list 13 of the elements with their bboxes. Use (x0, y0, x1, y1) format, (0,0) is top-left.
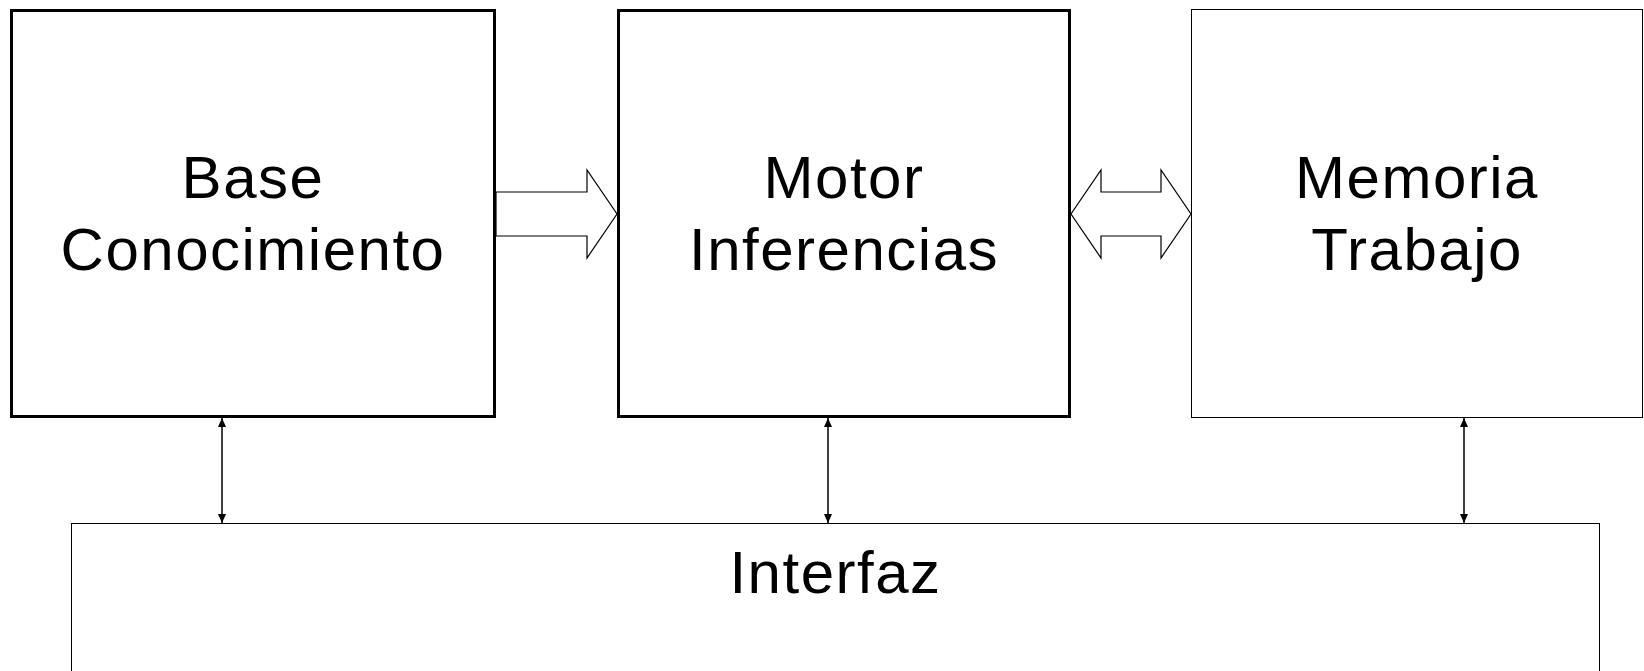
arrow (824, 417, 832, 524)
block-arrow (1070, 168, 1192, 260)
box-label: Base Conocimiento (59, 142, 447, 285)
box-label: Interfaz (728, 538, 943, 608)
process-box (1191, 9, 1643, 418)
block-arrow (495, 168, 618, 260)
box-label: Motor Inferencias (688, 142, 1000, 285)
arrow (1460, 417, 1468, 524)
box-label: Memoria Trabajo (1294, 142, 1540, 285)
process-box (617, 9, 1071, 418)
arrow (218, 417, 226, 524)
process-box (10, 9, 496, 418)
process-box (71, 523, 1600, 671)
